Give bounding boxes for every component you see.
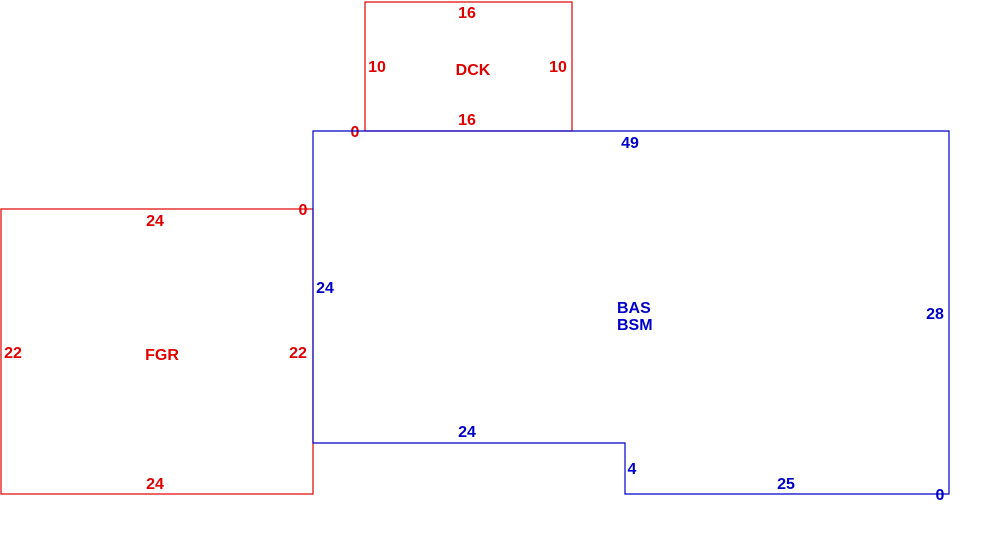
dck-left-dimension: 10 [368,59,386,76]
bas-step-top-dimension: 24 [458,424,476,441]
fgr-corner-marker: 0 [299,202,308,219]
dck-area: 16 10 10 DCK 16 0 [351,1,573,141]
dck-area-code: DCK [456,62,491,79]
bas-top-dimension: 49 [621,135,639,152]
fgr-area-code: FGR [145,347,179,364]
fgr-bottom-dimension: 24 [146,476,164,493]
bsm-area-code: BSM [617,317,653,334]
bas-corner-marker: 0 [936,487,945,504]
bas-step-side-dimension: 4 [628,461,637,478]
bas-area-code: BAS [617,300,651,317]
bas-outline [312,130,950,495]
dck-top-dimension: 16 [458,5,476,22]
dck-right-dimension: 10 [549,59,567,76]
bas-area: 49 24 BAS BSM 28 24 4 25 0 [312,130,950,504]
fgr-left-dimension: 22 [4,345,22,362]
dck-corner-marker: 0 [351,124,360,141]
fgr-area: 24 0 22 FGR 22 24 [0,202,314,495]
dck-bottom-dimension: 16 [458,112,476,129]
bas-left-dimension: 24 [316,280,334,297]
fgr-right-dimension: 22 [289,345,307,362]
bas-right-dimension: 28 [926,306,944,323]
bas-bottom-dimension: 25 [777,476,795,493]
fgr-top-dimension: 24 [146,213,164,230]
